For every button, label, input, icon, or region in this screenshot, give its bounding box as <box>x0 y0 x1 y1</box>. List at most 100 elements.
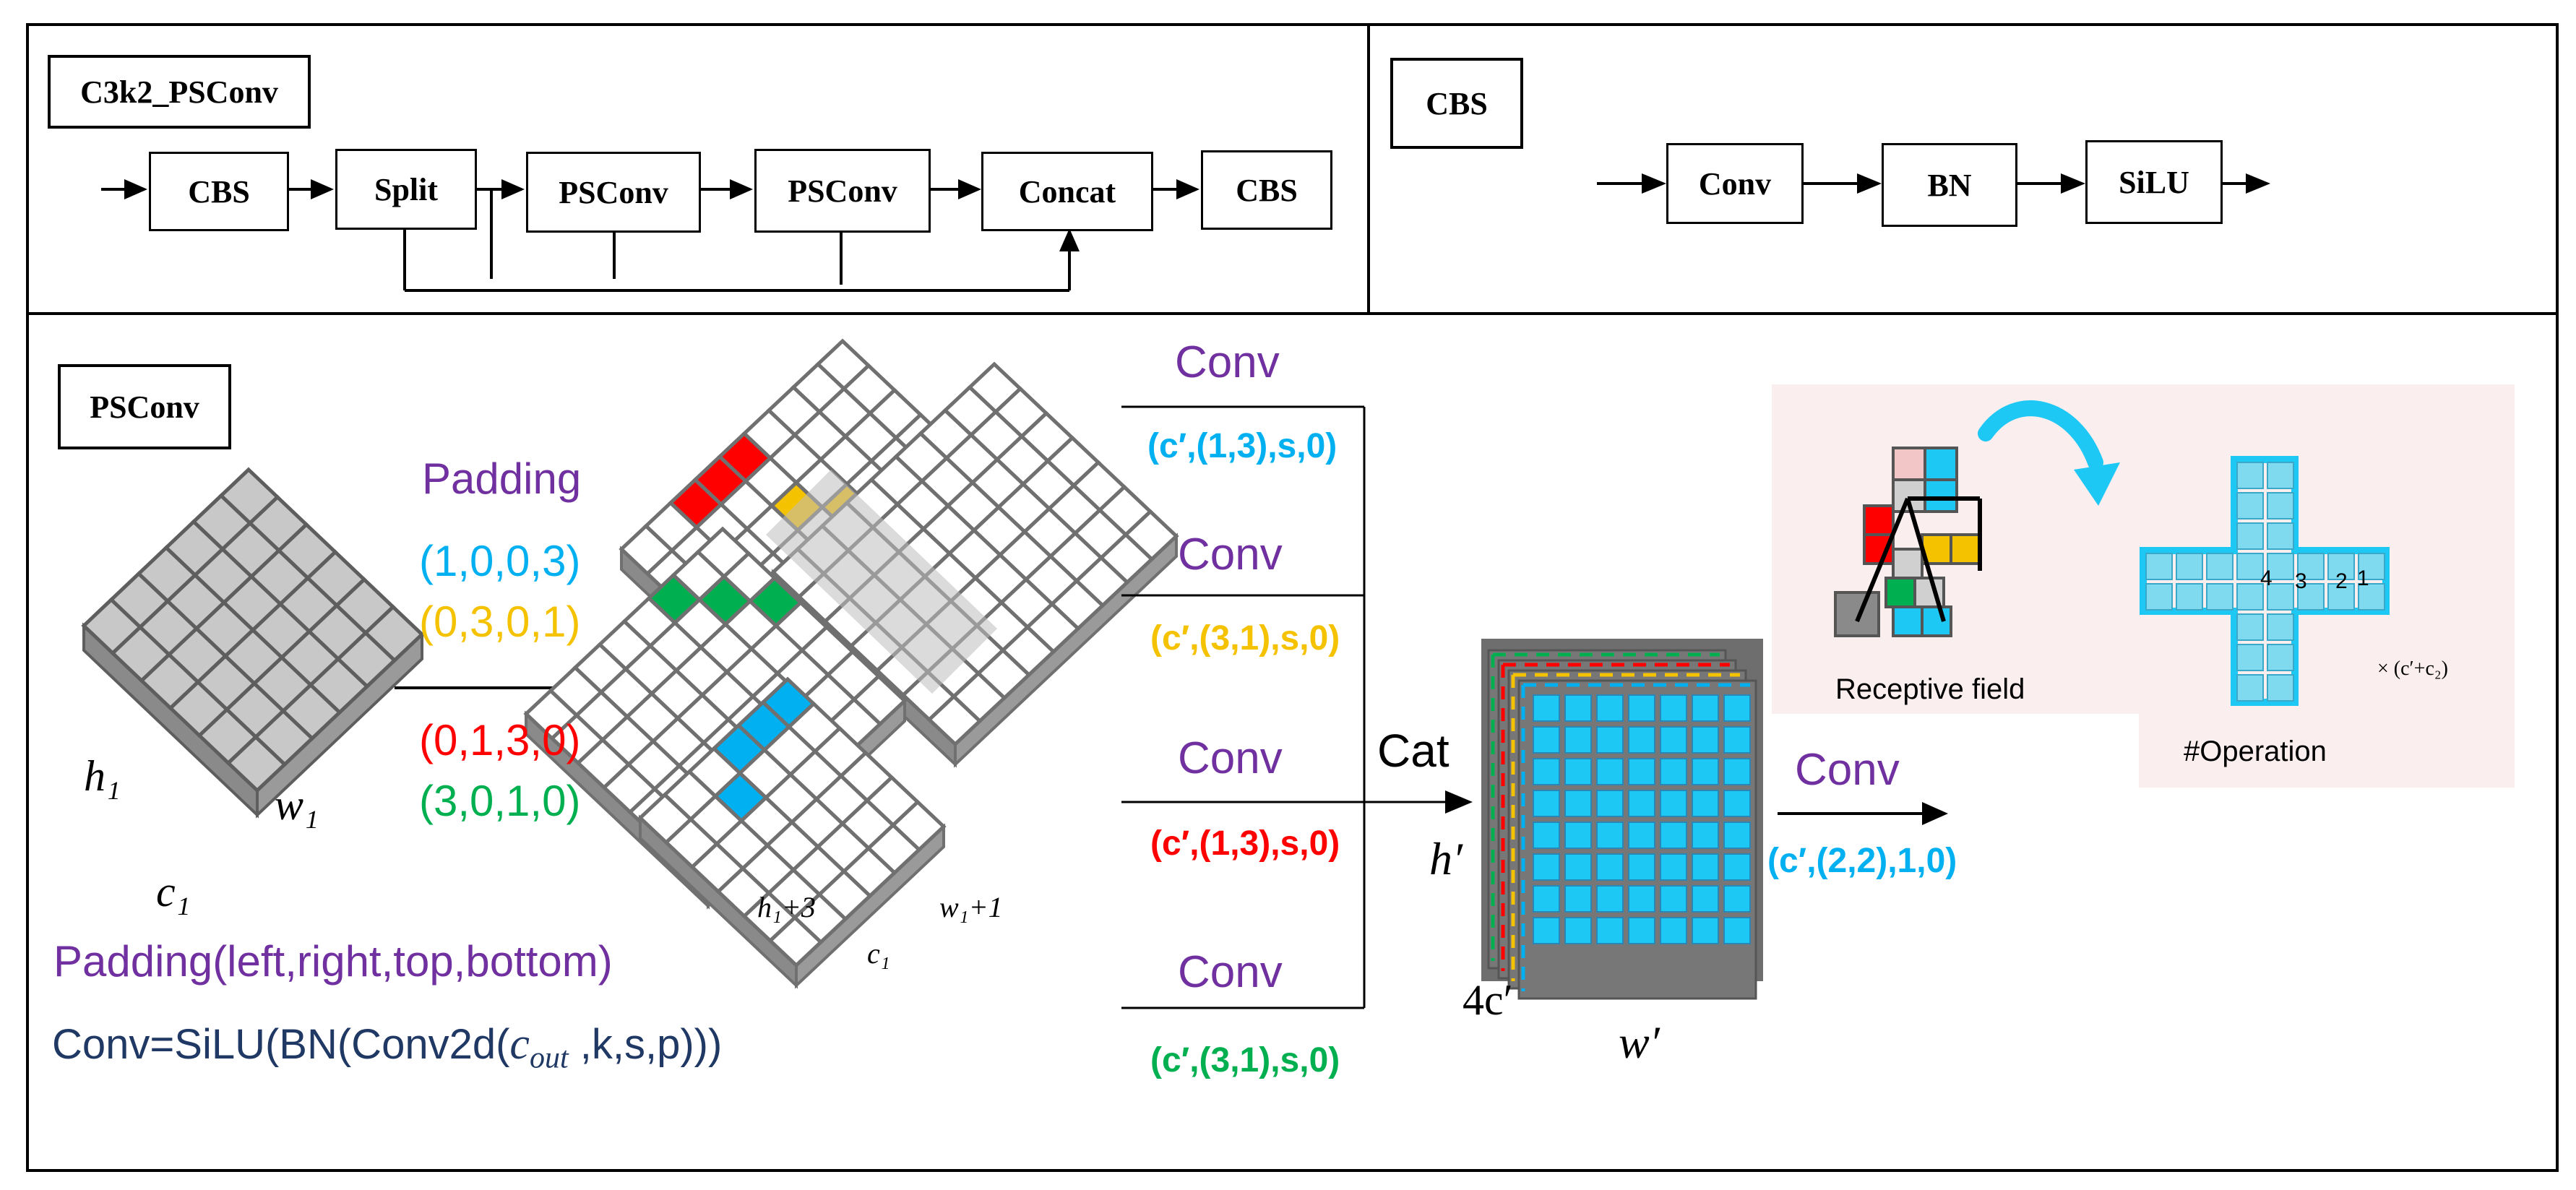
cube-front-cell <box>1628 790 1655 817</box>
operation-cross-figure <box>2140 456 2390 706</box>
cube-front-cell <box>1564 726 1592 754</box>
c3k2-psconv-1: PSConv <box>526 152 701 233</box>
c3k2-connectors <box>101 179 1199 292</box>
branch-1-conv: Conv <box>1175 337 1280 387</box>
final-conv-label: Conv <box>1795 745 1900 795</box>
cube-front-cell <box>1564 885 1592 913</box>
rf-cell <box>1950 533 1981 565</box>
cube-front-cell <box>1692 885 1719 913</box>
operation-cell <box>2297 553 2325 580</box>
input-h-label: h₁ <box>84 752 121 800</box>
operation-cell <box>2267 522 2294 550</box>
cube-front-cell <box>1533 758 1560 785</box>
padding-formula: Padding(left,right,top,bottom) <box>53 937 613 986</box>
cube-h-label: h′ <box>1429 833 1463 884</box>
inset-label-background <box>2139 707 2515 788</box>
rf-cell <box>1924 478 1958 513</box>
cube-front-cell <box>1723 694 1751 722</box>
operation-number-3: 3 <box>2295 569 2307 593</box>
cbs-connectors <box>1597 173 2270 194</box>
cube-front-cell <box>1564 790 1592 817</box>
cube-front-cell <box>1628 822 1655 849</box>
branch-1-param: (c′,(1,3),s,0) <box>1147 427 1337 465</box>
operation-cell <box>2297 583 2325 611</box>
operation-multiplier: × (c′+c₂) <box>2377 657 2448 680</box>
cube-front-cell <box>1723 822 1751 849</box>
cube-front-cell <box>1533 917 1560 944</box>
operation-cell <box>2236 674 2264 702</box>
rf-cell <box>1892 605 1924 637</box>
cube-front-cell <box>1628 885 1655 913</box>
cube-front-cell <box>1564 758 1592 785</box>
final-conv-param: (c′,(2,2),1,0) <box>1767 842 1957 880</box>
operation-cell <box>2267 462 2294 489</box>
rf-line <box>1905 498 1946 622</box>
cube-front-cell <box>1533 694 1560 722</box>
cube-front-cell <box>1660 885 1687 913</box>
operation-label: #Operation <box>2184 736 2327 767</box>
cube-front-cell <box>1692 790 1719 817</box>
cube-front-cell <box>1723 885 1751 913</box>
c3k2-title: C3k2_PSConv <box>48 55 311 129</box>
receptive-field-figure <box>1834 447 1982 637</box>
c3k2-cbs-2: CBS <box>1201 150 1332 230</box>
operation-cell <box>2236 522 2264 550</box>
cube-front-cell <box>1596 694 1624 722</box>
cube-front-cell <box>1596 726 1624 754</box>
padded-h-label: h₁+3 <box>757 891 816 923</box>
overlap-region <box>766 470 997 694</box>
cbs-conv: Conv <box>1666 143 1804 224</box>
cube-front-cell <box>1660 694 1687 722</box>
cube-front-cell <box>1723 790 1751 817</box>
operation-cell <box>2267 674 2294 702</box>
cbs-silu: SiLU <box>2085 140 2223 224</box>
rf-cell <box>1892 447 1926 481</box>
rf-cell <box>1892 548 1924 579</box>
cube-front-cell <box>1660 726 1687 754</box>
padding-value-red: (0,1,3,0) <box>419 716 581 764</box>
input-grid-cell <box>225 734 288 793</box>
cube-front-cell <box>1660 853 1687 881</box>
operation-number-1: 1 <box>2357 566 2369 590</box>
cube-front-cell <box>1628 853 1655 881</box>
operation-cell <box>2358 553 2385 580</box>
branch-3-param: (c′,(1,3),s,0) <box>1150 824 1340 863</box>
operation-cell <box>2236 462 2264 489</box>
curved-arrow <box>1978 400 2103 470</box>
c3k2-split: Split <box>335 149 477 230</box>
psconv-title: PSConv <box>58 364 231 449</box>
rf-cell <box>1884 577 1916 608</box>
cube-front-cell <box>1596 822 1624 849</box>
cbs-bn: BN <box>1882 143 2017 227</box>
cube-front-cell <box>1564 917 1592 944</box>
rf-line <box>1855 497 1910 623</box>
operation-cell <box>2267 553 2294 580</box>
cube-front-cell <box>1596 758 1624 785</box>
padding-value-yellow: (0,3,0,1) <box>419 598 581 646</box>
cube-front-cell <box>1564 694 1592 722</box>
cube-front-cell <box>1564 822 1592 849</box>
cube-front-cell <box>1628 694 1655 722</box>
rf-cell <box>1924 447 1958 481</box>
padded-grid-d-cell <box>767 915 824 968</box>
cube-front-cell <box>1533 885 1560 913</box>
operation-outline <box>2140 456 2390 706</box>
cube-w-label: w′ <box>1619 1017 1660 1068</box>
rf-cell <box>1921 605 1952 637</box>
output-cube <box>1481 639 1763 1000</box>
operation-cell <box>2176 553 2203 580</box>
padding-label: Padding <box>422 454 582 503</box>
padding-value-blue: (1,0,0,3) <box>419 537 581 585</box>
c3k2-concat: Concat <box>981 152 1153 231</box>
operation-cell <box>2176 583 2203 611</box>
cube-front-cell <box>1660 822 1687 849</box>
cube-front-cell <box>1660 790 1687 817</box>
conv-formula-suffix: ,k,s,p))) <box>568 1021 723 1068</box>
branch-4-conv: Conv <box>1178 947 1283 997</box>
cube-front-cell <box>1533 790 1560 817</box>
cube-front-cell <box>1723 853 1751 881</box>
cube-front-cell <box>1628 726 1655 754</box>
cube-front-cell <box>1692 917 1719 944</box>
final-arrowhead <box>1922 802 1948 825</box>
